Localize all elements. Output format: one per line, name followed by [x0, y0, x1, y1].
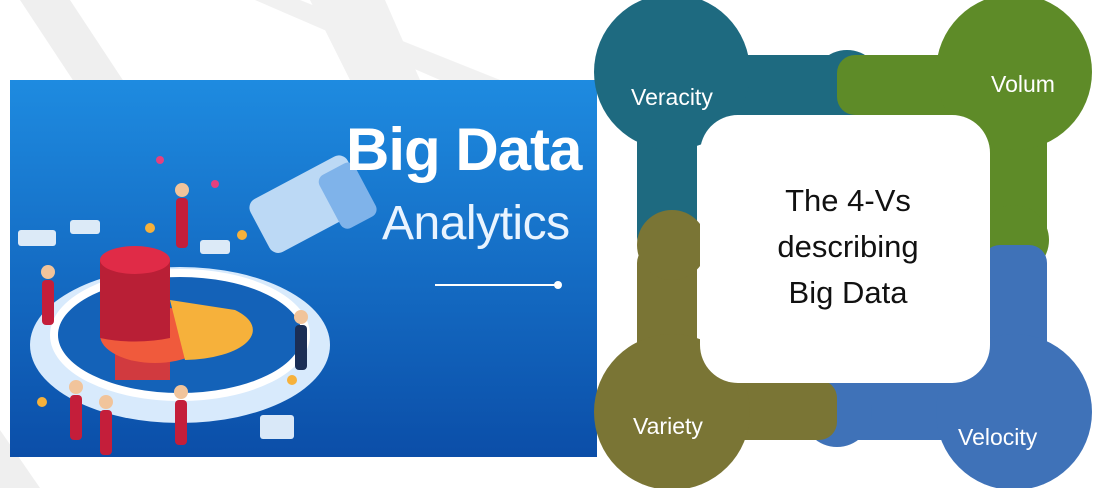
velocity-label: Velocity: [958, 424, 1038, 450]
watermark-stroke: [255, 0, 500, 80]
center-box: [700, 115, 990, 383]
variety-shape: [594, 210, 837, 488]
four-vs-diagram: [594, 0, 1092, 488]
volum-label: Volum: [991, 71, 1055, 97]
banner-subtitle: Analytics: [382, 197, 570, 250]
center-line: The 4-Vs: [785, 183, 911, 218]
volum-shape: [837, 0, 1092, 275]
watermark-stroke: [310, 0, 420, 80]
banner-illustration: [10, 80, 597, 457]
veracity-label: Veracity: [631, 84, 713, 110]
center-line: Big Data: [788, 275, 908, 310]
title-underline: [435, 281, 562, 289]
pie-chart-icon: [100, 246, 253, 380]
big-data-analytics-banner: Big Data Analytics: [10, 80, 597, 457]
center-line: describing: [777, 229, 919, 264]
veracity-shape: [594, 0, 882, 255]
center-caption: The 4-Vs describing Big Data: [703, 178, 993, 316]
people-figures: [41, 183, 308, 455]
banner-title: Big Data: [346, 116, 582, 183]
floating-cards: [18, 156, 297, 439]
variety-label: Variety: [633, 413, 703, 439]
magnifier-handle: [249, 155, 377, 253]
